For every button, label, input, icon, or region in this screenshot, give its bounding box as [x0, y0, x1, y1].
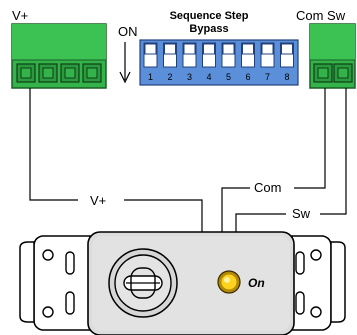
title-line1: Sequence Step [170, 10, 249, 22]
wire-sw [235, 88, 347, 232]
dip-toggle-2[interactable] [163, 42, 177, 68]
on-label: ON [118, 24, 138, 39]
indicator-label: On [248, 276, 265, 290]
down-arrow-icon [119, 42, 131, 84]
dip-toggle-1[interactable] [143, 42, 158, 68]
dip-toggle-8[interactable] [280, 42, 294, 68]
dip-number-2: 2 [167, 72, 172, 82]
dip-toggle-3[interactable] [182, 42, 197, 68]
key-cylinder-icon [108, 248, 178, 318]
wire-com [221, 88, 326, 232]
indicator-led-icon [217, 270, 241, 294]
title-line2: Bypass [189, 23, 228, 35]
wire-vplus-label: V+ [90, 193, 106, 208]
dip-number-5: 5 [226, 72, 231, 82]
dip-number-8: 8 [284, 72, 289, 82]
mounting-holes [42, 249, 322, 318]
vplus-terminal-label: V+ [12, 8, 28, 23]
dip-toggle-7[interactable] [260, 42, 275, 68]
com-sw-terminal-block [309, 23, 356, 89]
dip-toggle-6[interactable] [241, 42, 255, 68]
dip-numbers: 1 2 3 4 5 6 7 8 [148, 72, 290, 82]
dip-number-6: 6 [245, 72, 250, 82]
com-sw-terminal-label: Com Sw [296, 8, 346, 23]
dip-number-3: 3 [187, 72, 192, 82]
dip-toggles [143, 42, 294, 68]
wire-com-label: Com [254, 180, 281, 195]
dip-toggle-4[interactable] [202, 42, 216, 68]
wire-vplus [29, 88, 203, 232]
wire-sw-label: Sw [292, 206, 311, 221]
vplus-terminal-block [11, 23, 107, 89]
dip-toggle-5[interactable] [221, 42, 236, 68]
dip-number-1: 1 [148, 72, 153, 82]
dip-number-4: 4 [206, 72, 211, 82]
dip-number-7: 7 [265, 72, 270, 82]
